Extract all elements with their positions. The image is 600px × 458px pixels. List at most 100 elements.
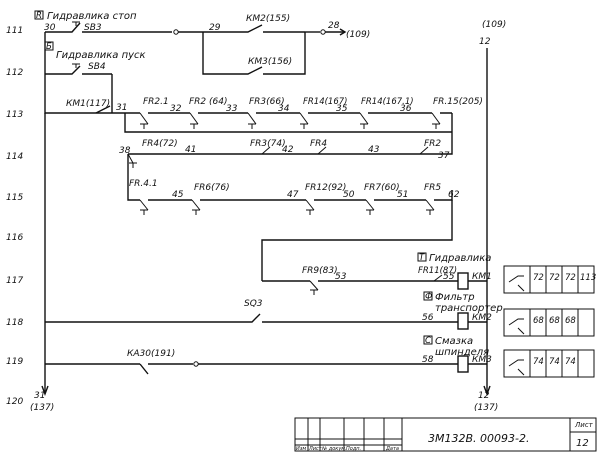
wire-number: 31: [116, 103, 127, 113]
hydraulics-marker-box: [417, 252, 427, 262]
km2-155-label: КМ2(155): [246, 14, 290, 24]
document-code: 3М132В.: [428, 432, 477, 445]
km3-contact-table: 74 74 74: [503, 349, 595, 378]
fr2-64-label: FR2 (64): [189, 97, 228, 107]
wire-number: 62: [448, 190, 460, 200]
row-number: 114: [6, 152, 23, 162]
contact-ref: 74: [565, 357, 576, 367]
fr14-167-label: FR14(167): [303, 97, 347, 107]
km2-coil: [457, 312, 469, 330]
fr4-72-label: FR4(72): [142, 139, 178, 149]
wire-number: 56: [422, 313, 434, 323]
wire-number: 35: [336, 104, 348, 114]
right-bus-bottom-wire-number: 12: [478, 391, 490, 401]
fr6-76-label: FR6(76): [194, 183, 230, 193]
push-button-icon: [72, 63, 80, 68]
start-marker: Б: [46, 42, 52, 52]
km2-coil-label: КМ2: [472, 313, 492, 323]
spindle-label: шпинделя: [435, 347, 489, 358]
fr3-66-label: FR3(66): [249, 97, 285, 107]
title-header: Подп.: [346, 446, 361, 452]
title-header: № докум.: [321, 446, 347, 452]
wire-number: 41: [185, 145, 196, 155]
fr3-74-label: FR3(74): [250, 139, 286, 149]
km3-coil: [457, 355, 469, 373]
ka30-191-label: КА30(191): [127, 349, 175, 359]
contact-symbol-icon: [508, 275, 525, 292]
wire-number: 45: [172, 190, 184, 200]
contact-symbol-icon: [508, 359, 525, 376]
km1-contact-table: 72 72 72 113: [503, 265, 596, 294]
contact-ref: 68: [533, 316, 544, 326]
row-number: 116: [6, 233, 23, 243]
fr2-1-label: FR2.1: [143, 97, 169, 107]
wire-number: 50: [343, 190, 355, 200]
wire-number: 47: [287, 190, 299, 200]
row-118: Ф Фильтр транспортер SQ3 56 КМ2: [45, 291, 503, 330]
document-number: 00093-2.: [480, 432, 529, 445]
row-number: 118: [6, 318, 23, 328]
sq3-label: SQ3: [244, 299, 263, 309]
km1-117-label: КМ1(117): [66, 99, 110, 109]
contact-ref: 74: [549, 357, 560, 367]
push-button-icon: [72, 21, 80, 26]
fr9-83-label: FR9(83): [302, 266, 338, 276]
row-number: 111: [6, 26, 23, 36]
row-113: КМ1(117) 31 FR2.1 32 FR2 (64) 33 FR3(66)…: [66, 97, 483, 132]
fr15-205-label: FR.15(205): [433, 97, 483, 107]
spindle-marker: С: [425, 336, 431, 346]
wire-number: 38: [119, 146, 131, 156]
transporter-label: транспортер: [435, 303, 503, 314]
fr12-92-label: FR12(92): [305, 183, 346, 193]
wire-number: 34: [278, 104, 290, 114]
km1-coil-label: КМ1: [472, 272, 492, 282]
contact-ref: 113: [580, 273, 596, 283]
row-117: FR9(83) 53 Т Гидравлика FR11(87) 55 КМ1: [262, 252, 492, 295]
row-111: R Гидравлика стоп 30 SB3 29 КМ2(155) КМ3…: [34, 10, 370, 75]
contact-ref: 68: [549, 316, 560, 326]
title-header: Изм: [296, 446, 306, 452]
wire-number: 55: [443, 272, 455, 282]
hydraulics-marker: Т: [419, 253, 425, 263]
row-number: 113: [6, 110, 23, 120]
fr11-87-label: FR11(87): [418, 266, 457, 276]
fr2-label: FR2: [424, 139, 441, 149]
wire-number: 42: [282, 145, 294, 155]
km3-156-label: КМ3(156): [248, 57, 292, 67]
fr5-label: FR5: [424, 183, 441, 193]
wire-number: 43: [368, 145, 380, 155]
stop-marker-box: [34, 10, 44, 20]
contact-tables: 72 72 72 113 68 68 68 74 74 74: [503, 265, 596, 378]
hydraulics-stop-label: Гидравлика стоп: [47, 11, 137, 22]
title-header: Лист: [308, 446, 323, 452]
wire-number: 53: [335, 272, 347, 282]
sheet-number: 12: [576, 438, 589, 449]
sheet-label: Лист: [574, 421, 594, 429]
wire-number: 58: [422, 355, 434, 365]
fr7-60-label: FR7(60): [364, 183, 400, 193]
wire-number: 37: [438, 151, 450, 161]
right-bus-bottom-reference: (137): [474, 403, 498, 413]
hydraulics-label: Гидравлика: [429, 253, 491, 264]
wire-number: 33: [226, 104, 238, 114]
contact-ref: 72: [533, 273, 544, 283]
row-number: 119: [6, 357, 23, 367]
km1-coil: [457, 272, 469, 290]
row-114: FR4(72) 38 41 FR3(74) 42 FR4 43 FR2 37: [119, 113, 453, 168]
title-block: Изм Лист № докум. Подп. Дата 3М132В. 000…: [294, 417, 597, 452]
title-header: Дата: [385, 446, 399, 452]
start-marker-box: [44, 41, 54, 51]
row-number: 115: [6, 193, 23, 203]
right-bus: 12 (109) 12 (137): [474, 20, 506, 413]
row-number: 112: [6, 68, 23, 78]
stop-marker: R: [36, 11, 42, 21]
left-bus-reference: (137): [30, 403, 54, 413]
contact-ref: 72: [549, 273, 560, 283]
row-number: 120: [6, 397, 23, 407]
wire-number: 28: [328, 21, 340, 31]
wire-number: 32: [170, 104, 182, 114]
contact-ref: 72: [565, 273, 576, 283]
left-bus-wire-number: 31: [34, 391, 45, 401]
row-119: С Смазка шпинделя КА30(191) 58 КМ3: [45, 335, 492, 375]
